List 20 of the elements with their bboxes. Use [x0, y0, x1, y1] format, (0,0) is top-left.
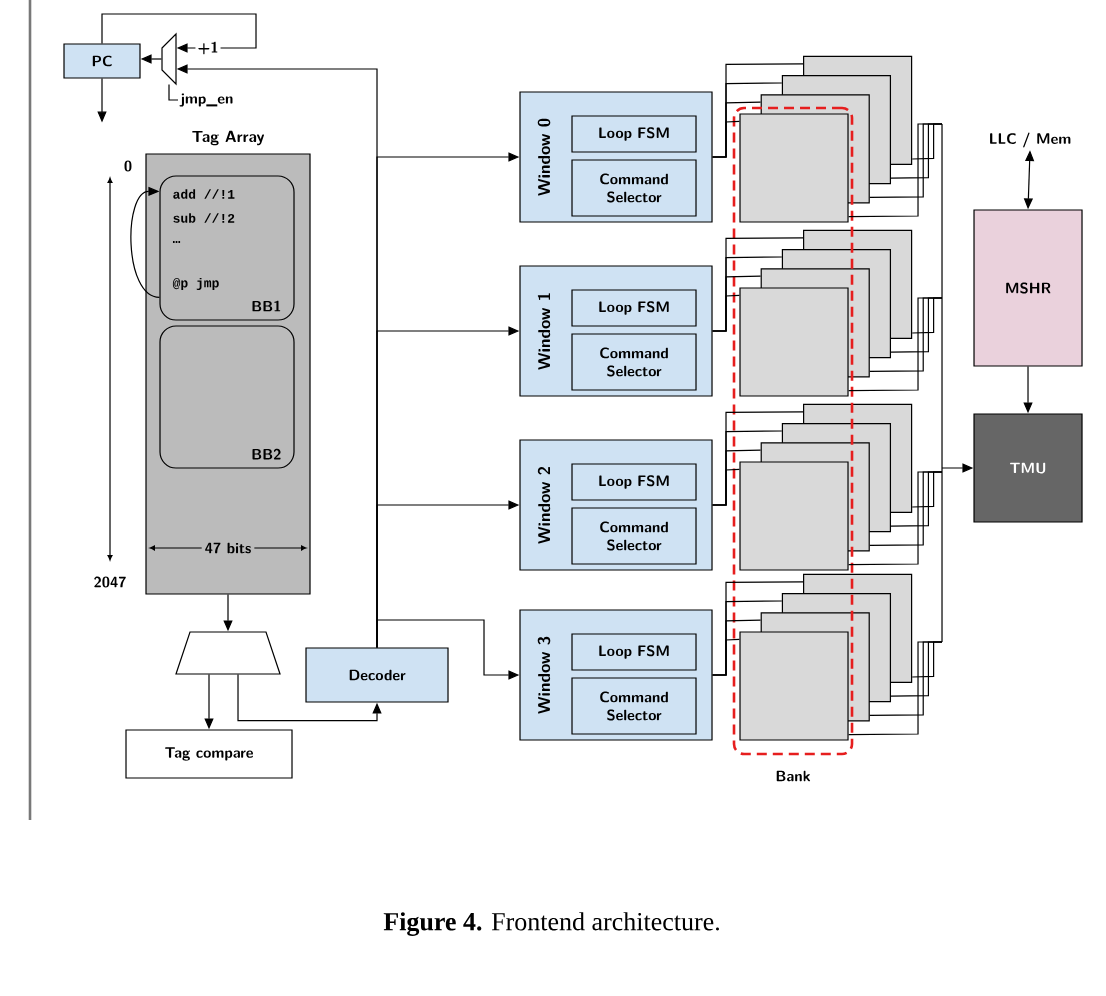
multiplexer-symbol	[175, 631, 281, 675]
memory-block	[739, 287, 849, 397]
arrow	[130, 186, 160, 298]
connector-line	[712, 237, 804, 332]
arrow	[101, 13, 257, 53]
connector-line	[712, 411, 804, 506]
multiplexer-symbol	[161, 32, 177, 86]
arrow	[237, 674, 382, 722]
memory-block	[739, 631, 849, 741]
node-label: Tag Array	[192, 130, 265, 146]
memory-block	[739, 113, 849, 223]
connector-line	[911, 641, 943, 678]
connector-line	[911, 471, 943, 508]
connector-line	[911, 123, 943, 160]
memory-block	[739, 461, 849, 571]
connector-line	[911, 297, 943, 334]
connector-line	[712, 63, 804, 158]
connector-line	[712, 581, 804, 676]
connector-line	[168, 84, 179, 101]
figure-caption: Figure 4. Frontend architecture.	[383, 912, 720, 936]
